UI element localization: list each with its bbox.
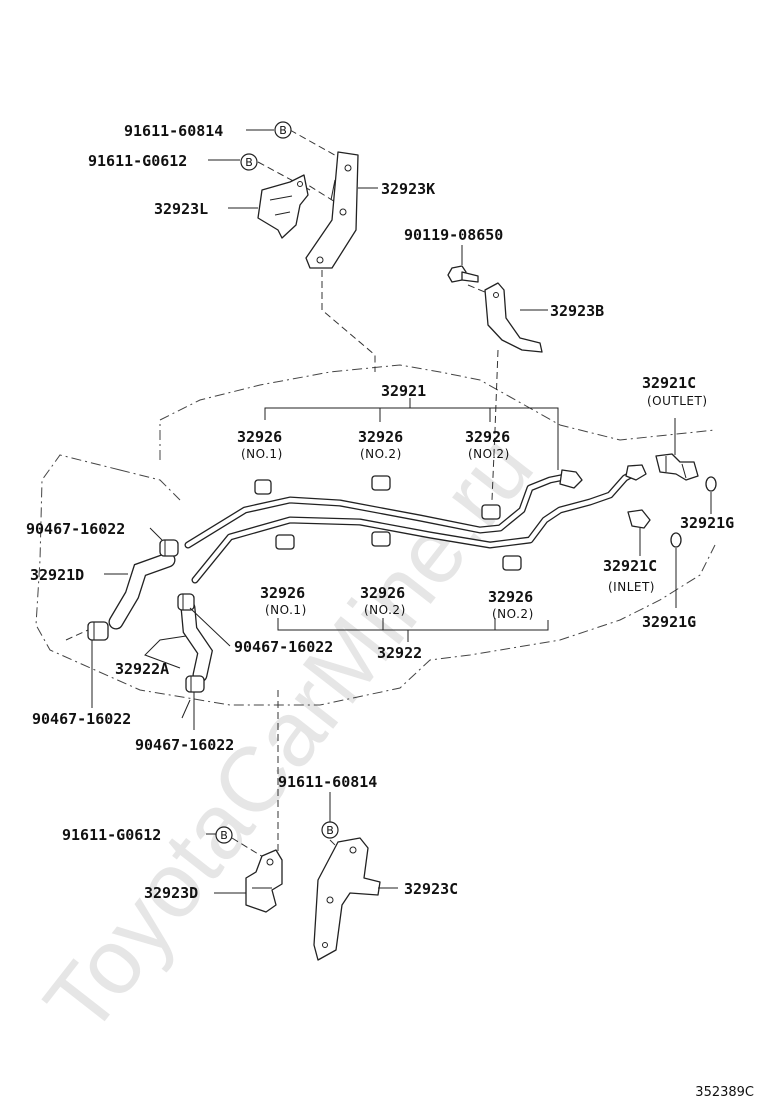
- bracket-32921-group: [264, 398, 559, 470]
- label-bolt-g0612-bot: 91611-G0612: [62, 826, 161, 844]
- label-grommet-no2-bot-a-note: (NO.2): [364, 603, 406, 617]
- label-union-inlet: 32921C: [603, 557, 657, 575]
- leader-bracket-k-down: [321, 270, 376, 372]
- leader-bolt-90119: [467, 284, 493, 296]
- label-grommet-no2-top-b: 32926: [465, 428, 510, 446]
- b-mark-bot-2: B: [321, 821, 339, 839]
- fitting-upper: [559, 469, 583, 489]
- bracket-32923l: [257, 174, 309, 239]
- label-bracket-b: 32923B: [550, 302, 604, 320]
- label-bracket-l: 32923L: [154, 200, 208, 218]
- label-bracket-c: 32923C: [404, 880, 458, 898]
- leader-bolt-60814-top: [289, 129, 341, 159]
- svg-text:B: B: [326, 824, 334, 837]
- grommet-no2-top-a: [371, 475, 391, 491]
- hose-32921d: [108, 552, 176, 630]
- label-clip-center-bot: 90467-16022: [135, 736, 234, 754]
- grommet-no2-top-b: [481, 504, 501, 520]
- leader-bracket-b-down: [491, 349, 499, 501]
- label-grommet-no2-bot-b: 32926: [488, 588, 533, 606]
- b-mark-top-2: B: [208, 153, 258, 171]
- clip-left-bot: [87, 621, 109, 641]
- grommet-no1-bot: [275, 534, 295, 550]
- label-grommet-no1-bot: 32926: [260, 584, 305, 602]
- label-inlet-note: (INLET): [608, 580, 655, 594]
- label-grommet-no1-bot-note: (NO.1): [265, 603, 307, 617]
- label-bolt-g0612-top: 91611-G0612: [88, 152, 187, 170]
- fluid-pipes: [184, 466, 644, 584]
- label-clip-left-top: 90467-16022: [26, 520, 125, 538]
- label-clip-mid: 90467-16022: [234, 638, 333, 656]
- label-union-outlet: 32921C: [642, 374, 696, 392]
- label-bolt-60814-bot: 91611-60814: [278, 773, 377, 791]
- grommet-no1-top: [254, 479, 272, 495]
- b-mark-bot-1: B: [206, 826, 233, 844]
- label-grommet-no2-top-b-note: (NO.2): [468, 447, 510, 461]
- label-grommet-no1-top: 32926: [237, 428, 282, 446]
- union-outlet-32921c: [655, 453, 699, 481]
- bracket-32923k: [305, 151, 359, 269]
- bracket-32923c: [313, 837, 381, 961]
- label-bracket-d: 32923D: [144, 884, 198, 902]
- leader-clip-left-bot: [65, 629, 89, 641]
- transmission-outline: [35, 364, 716, 706]
- label-bolt-60814-top: 91611-60814: [124, 122, 223, 140]
- watermark: ToyotaCarMine.ru: [25, 417, 552, 1052]
- bracket-32923d: [245, 849, 283, 913]
- label-grommet-no2-top-a: 32926: [358, 428, 403, 446]
- label-bolt-90119: 90119-08650: [404, 226, 503, 244]
- leader-hose-a: [144, 635, 187, 669]
- bolt-90119-08650: [447, 265, 479, 283]
- svg-text:B: B: [279, 124, 287, 137]
- clip-center-bot: [185, 675, 205, 693]
- label-hose-a: 32922A: [115, 660, 169, 678]
- label-grommet-no2-top-a-note: (NO.2): [360, 447, 402, 461]
- bracket-32923b: [484, 282, 543, 353]
- fitting-lower: [625, 464, 647, 481]
- label-grommet-no2-bot-a: 32926: [360, 584, 405, 602]
- grommet-no2-bot-a: [371, 531, 391, 547]
- label-hose-d: 32921D: [30, 566, 84, 584]
- svg-text:B: B: [245, 156, 253, 169]
- label-bracket-k: 32923K: [381, 180, 435, 198]
- grommet-no2-bot-b: [502, 555, 522, 571]
- svg-text:B: B: [220, 829, 228, 842]
- label-grommet-no1-top-note: (NO.1): [241, 447, 283, 461]
- label-tube-32922: 32922: [377, 644, 422, 662]
- label-outlet-note: (OUTLET): [647, 394, 708, 408]
- figure-code: 352389C: [695, 1085, 754, 1100]
- clip-left-top: [159, 539, 179, 557]
- label-grommet-no2-bot-b-note: (NO.2): [492, 607, 534, 621]
- label-tube-32921: 32921: [381, 382, 426, 400]
- leader-clip-mid: [189, 607, 231, 647]
- label-clip-left-bot: 90467-16022: [32, 710, 131, 728]
- gasket-lower-32921g: [670, 532, 682, 548]
- union-inlet-32921c: [627, 509, 651, 529]
- hose-32922a: [180, 600, 214, 683]
- gasket-upper-32921g: [705, 476, 717, 492]
- label-gasket-upper: 32921G: [680, 514, 734, 532]
- clip-mid: [177, 593, 195, 611]
- leader-clip-left-top: [149, 527, 163, 541]
- hose-stub: [181, 699, 191, 719]
- bracket-32922-group: [277, 618, 549, 642]
- b-mark-top-1: B: [246, 121, 292, 139]
- label-gasket-lower: 32921G: [642, 613, 696, 631]
